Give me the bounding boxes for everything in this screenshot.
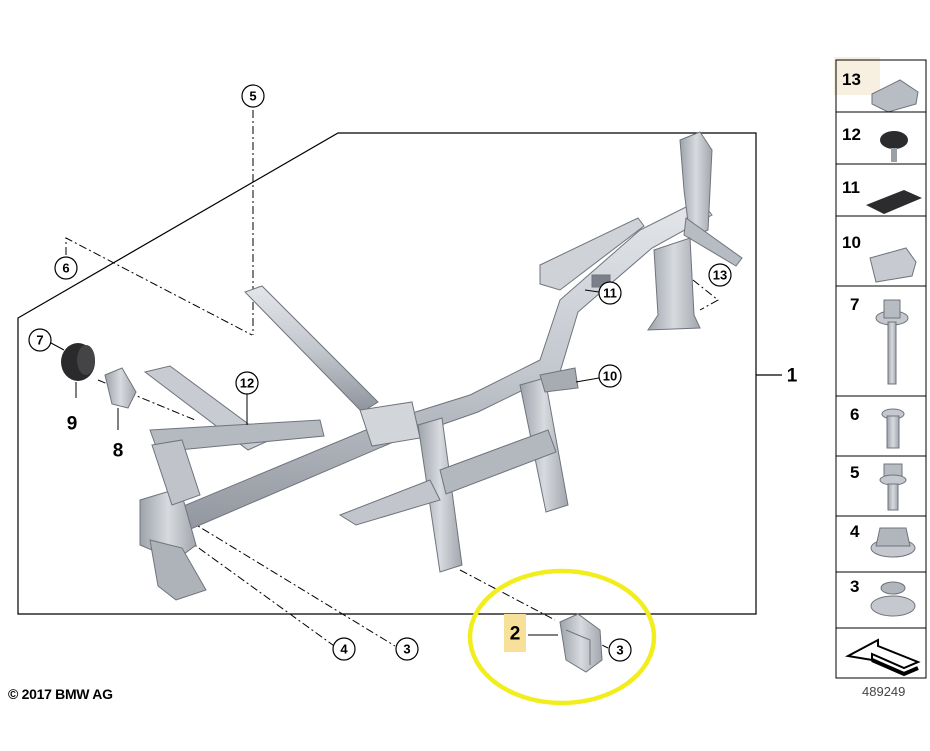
- highlight-ellipse: [467, 568, 657, 706]
- svg-text:12: 12: [240, 376, 254, 391]
- clip-nut-icon: [871, 79, 919, 113]
- callout-10: 10: [598, 364, 622, 388]
- assembly-frame-outline: [17, 132, 757, 615]
- svg-text:11: 11: [603, 286, 617, 301]
- callout-13: 13: [708, 263, 732, 287]
- svg-text:3: 3: [403, 642, 410, 657]
- assembly-arrow-icon: [844, 638, 921, 677]
- diagram-reference-number: 489249: [862, 684, 906, 699]
- part-2-highlight-box: [504, 614, 526, 652]
- nut-icon-4: [870, 527, 916, 558]
- label-9: 9: [67, 414, 78, 435]
- svg-text:4: 4: [340, 642, 348, 657]
- svg-text:3: 3: [616, 643, 623, 658]
- part-2-bracket: [559, 613, 603, 673]
- svg-text:10: 10: [603, 369, 617, 384]
- leader-line-11: [584, 289, 600, 293]
- callout-11: 11: [598, 281, 622, 305]
- rubber-buffer-icon: [880, 131, 908, 149]
- foam-pad-icon: [866, 190, 922, 214]
- callout-3b: 3: [608, 638, 632, 662]
- bolt-icon-5: [879, 463, 907, 511]
- callout-4: 4: [332, 637, 356, 661]
- side-label-7: 7: [850, 295, 859, 314]
- side-parts-column: 13 12 11 10 7 6 5: [834, 57, 927, 679]
- callout-12: 12: [235, 371, 259, 395]
- side-label-5: 5: [850, 463, 859, 482]
- copyright-text: © 2017 BMW AG: [8, 686, 113, 702]
- label-8: 8: [113, 441, 124, 462]
- label-1: 1: [787, 366, 798, 387]
- callout-7: 7: [28, 328, 52, 352]
- callout-3a: 3: [395, 637, 419, 661]
- callout-6: 6: [54, 256, 78, 280]
- side-label-3: 3: [850, 577, 859, 596]
- svg-text:6: 6: [62, 261, 69, 276]
- leader-line-10: [575, 377, 600, 383]
- nut-icon-3: [870, 581, 916, 617]
- screw-icon: [875, 299, 909, 385]
- svg-text:5: 5: [249, 89, 256, 104]
- clip-icon: [869, 247, 917, 283]
- side-label-4: 4: [850, 522, 860, 541]
- label-2: 2: [510, 624, 521, 645]
- bolt-icon-6: [881, 408, 905, 449]
- side-label-12: 12: [842, 125, 861, 144]
- side-label-11: 11: [842, 178, 860, 197]
- side-label-6: 6: [850, 405, 859, 424]
- part-9-rubber-damper: [61, 343, 95, 381]
- svg-text:13: 13: [713, 268, 727, 283]
- cross-car-beam: [139, 131, 743, 601]
- svg-text:7: 7: [36, 333, 43, 348]
- callout-5: 5: [241, 84, 265, 108]
- part-8-holder: [104, 367, 137, 409]
- side-label-13: 13: [842, 70, 861, 89]
- leader-line-7: [50, 342, 65, 351]
- side-label-10: 10: [842, 233, 861, 252]
